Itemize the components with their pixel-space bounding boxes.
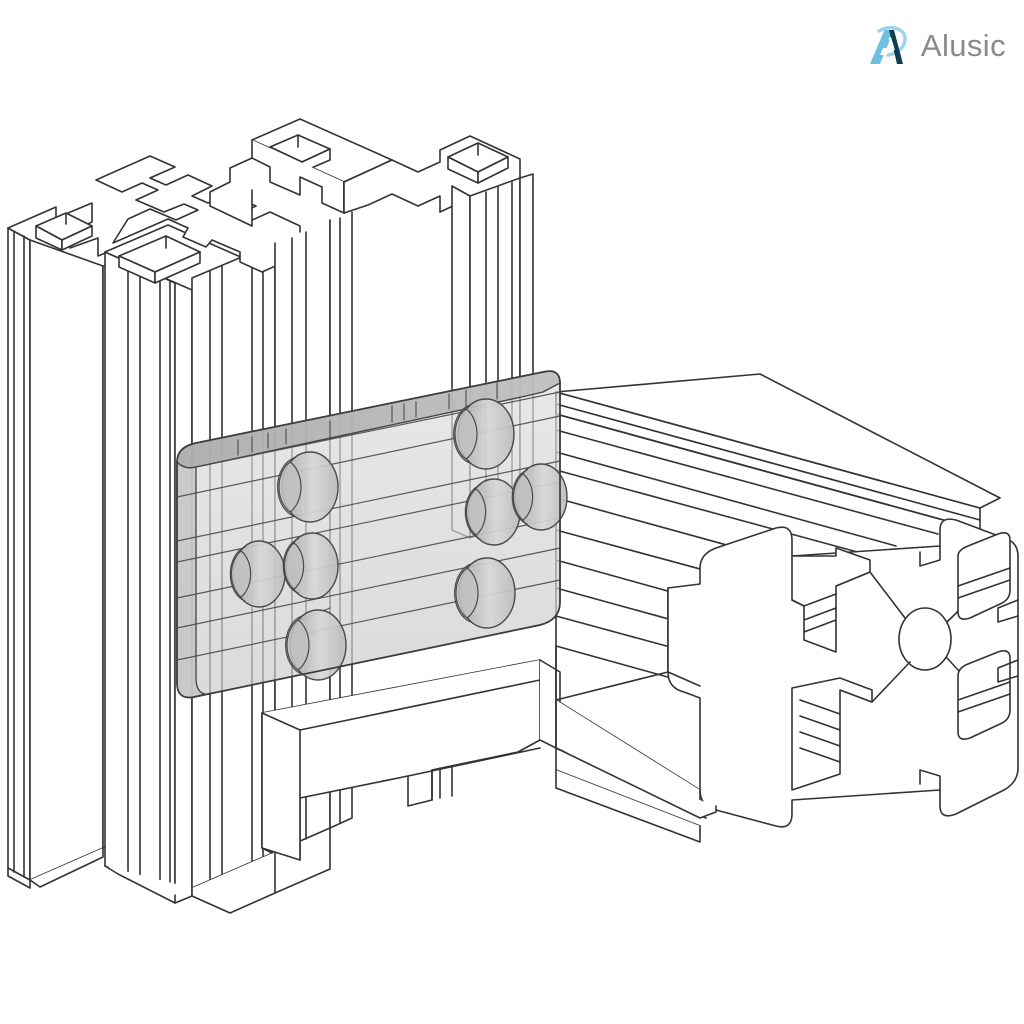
hole-7 bbox=[285, 609, 347, 681]
brand-name: Alusic bbox=[920, 27, 1006, 63]
mounting-plate bbox=[176, 370, 568, 699]
hole-1 bbox=[277, 451, 339, 523]
hole-8 bbox=[454, 557, 516, 629]
hole-4 bbox=[511, 463, 568, 531]
bolt-hole-group bbox=[229, 398, 568, 681]
hole-6 bbox=[282, 532, 339, 600]
brand-logo: Alusic bbox=[861, 18, 1006, 72]
horizontal-beam bbox=[555, 373, 1019, 843]
hole-5 bbox=[229, 540, 286, 608]
hole-2 bbox=[453, 398, 515, 470]
alusic-a-logo-icon bbox=[869, 26, 907, 64]
hole-3 bbox=[464, 478, 521, 546]
